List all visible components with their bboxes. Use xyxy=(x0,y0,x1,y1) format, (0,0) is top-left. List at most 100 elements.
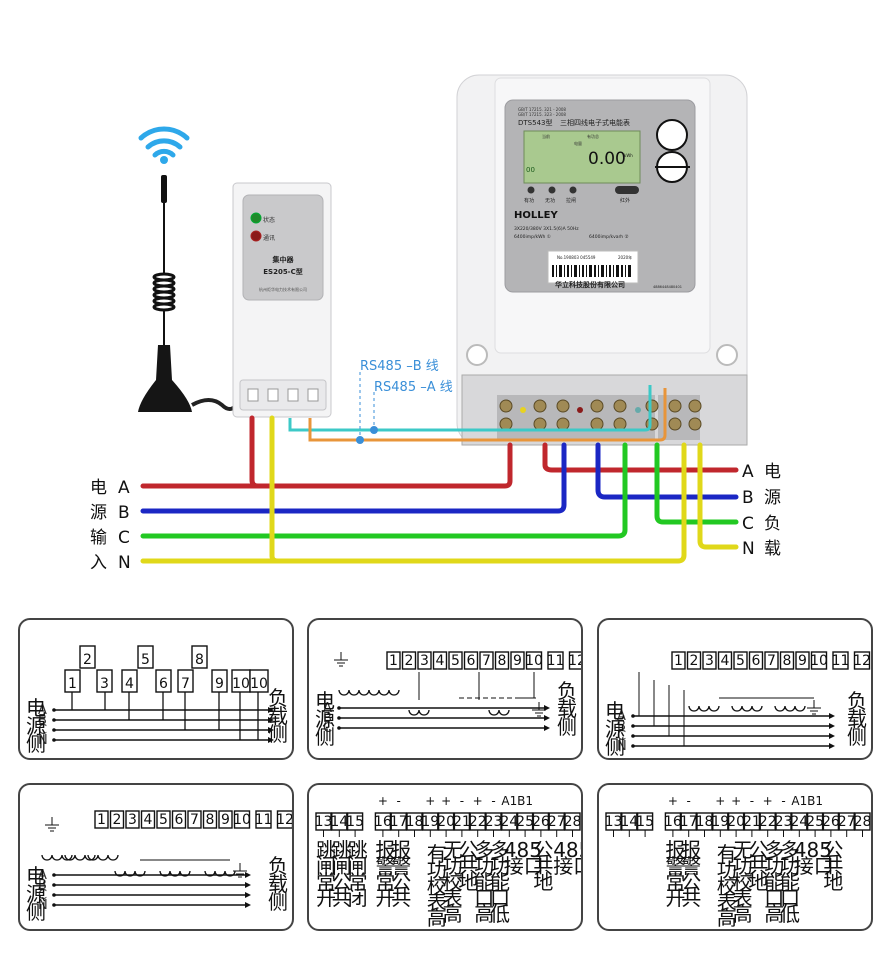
load-side-char: 侧 xyxy=(268,890,288,914)
terminal-function-label: 功 xyxy=(780,854,800,878)
terminal-box-3 xyxy=(125,810,140,829)
terminal-box-19-label: 19 xyxy=(421,814,439,830)
terminal-box-10 xyxy=(810,651,828,670)
source-side-char: 电 xyxy=(26,696,46,720)
terminal-function-label: 报 xyxy=(391,838,411,862)
terminal-box-8-label: 8 xyxy=(498,653,507,669)
terminal-function-label: 高 xyxy=(474,902,494,926)
terminal-function-label: 公 xyxy=(533,838,553,862)
load-side-char: 侧 xyxy=(847,725,867,749)
terminal-function-label: 485 xyxy=(504,838,542,862)
meter-standard-2: GB/T 17215. 323 - 2008 xyxy=(518,112,566,117)
terminal-function-label: 能 xyxy=(780,870,800,894)
load-side-char: 侧 xyxy=(268,722,288,746)
load-side-char: 侧 xyxy=(557,715,577,739)
meter-model: DTS543型 xyxy=(518,118,552,127)
arrow-icon xyxy=(829,733,835,739)
terminal-function-label: 485 xyxy=(553,838,581,862)
terminal-function-label: 口 xyxy=(490,886,510,910)
terminal-box-14-label: 14 xyxy=(330,814,348,830)
terminal-dot xyxy=(52,873,56,877)
load-side-char: 负 xyxy=(557,679,577,703)
source-side-char: 电 xyxy=(315,689,335,713)
antenna-icon xyxy=(138,175,242,412)
terminal-function-label: 报 xyxy=(665,838,685,862)
polarity-mark: - xyxy=(491,794,495,808)
terminal-box-7-label: 7 xyxy=(190,812,199,828)
terminal-dot xyxy=(52,708,56,712)
terminal-function-label: 校 xyxy=(733,870,753,894)
source-side-char: 电 xyxy=(605,699,625,723)
terminal-function-label: 无 xyxy=(733,838,753,862)
terminal-box-18-label: 18 xyxy=(406,814,424,830)
polarity-mark: + xyxy=(668,794,678,808)
ct-coil-icon xyxy=(87,854,119,861)
terminal-box-11 xyxy=(255,810,272,829)
terminal-function-label: 表 xyxy=(733,886,753,910)
terminal-function-label: 高 xyxy=(764,902,784,926)
wire-n-output xyxy=(697,442,739,550)
input-phase-b: B xyxy=(118,503,130,523)
input-phase-n: N xyxy=(118,553,131,573)
terminal-function-label: 公 xyxy=(681,870,701,894)
terminal-box-23-label: 23 xyxy=(775,814,793,830)
terminal-box-6 xyxy=(171,810,187,829)
wire-n-concentrator xyxy=(269,415,281,564)
input-side-char-3: 输 xyxy=(90,528,107,548)
ground-icon xyxy=(532,702,546,717)
phase-label-n: N xyxy=(617,739,627,754)
ct-coil-icon xyxy=(338,689,370,696)
terminal-box-4-label: 4 xyxy=(721,653,730,669)
concentrator-model: ES205-C型 xyxy=(263,267,302,276)
indicator-reactive: 无功 xyxy=(545,197,555,204)
polarity-mark: + xyxy=(425,794,435,808)
meter-spec-line2a: 6400imp/kWh ① xyxy=(514,234,551,240)
lcd-top-left: 当前 xyxy=(542,133,550,139)
terminal-box-8-label: 8 xyxy=(783,653,792,669)
terminal-box-22-label: 22 xyxy=(469,814,487,830)
terminal-function-label: 公 xyxy=(391,870,411,894)
wire-c-input xyxy=(140,442,628,539)
terminal-box-4 xyxy=(717,651,733,670)
terminal-box-10 xyxy=(249,669,269,693)
terminal-box-17-label: 17 xyxy=(390,814,408,830)
load-side-char: 载 xyxy=(268,704,288,728)
terminal-box-6-label: 6 xyxy=(752,653,761,669)
terminal-dot xyxy=(52,718,56,722)
meter-serial: No.190803 045549 xyxy=(557,255,596,260)
terminal-function-label: 接口2 xyxy=(553,854,581,878)
ct-coil-icon xyxy=(64,854,96,861)
ground-icon xyxy=(334,652,348,667)
terminal-box-5-label: 5 xyxy=(736,653,745,669)
terminal-box-7 xyxy=(764,651,779,670)
led-comm-label: 通讯 xyxy=(263,234,275,242)
terminal-box-9 xyxy=(795,651,810,670)
terminal-function-label: 485 xyxy=(794,838,832,862)
load-side-char: 载 xyxy=(557,697,577,721)
terminal-function-label: 警 xyxy=(681,854,701,878)
terminal-box-9-label: 9 xyxy=(513,653,522,669)
terminal-function-label: 闭 xyxy=(348,886,368,910)
terminal-function-label: 功 xyxy=(490,854,510,878)
terminal-box-8-label: 8 xyxy=(206,812,215,828)
wire-b-input xyxy=(140,442,567,514)
terminal-function-label: 口 xyxy=(780,886,800,910)
terminal-function-label: 有 xyxy=(717,842,737,866)
source-side-char: 侧 xyxy=(315,725,335,749)
terminal-box-6-label: 6 xyxy=(159,676,168,692)
terminal-box-8 xyxy=(779,651,795,670)
terminal-function-label: 开 xyxy=(316,886,336,910)
polarity-mark: B1 xyxy=(807,794,823,808)
input-side-char-2: 源 xyxy=(90,503,107,523)
terminal-box-1 xyxy=(94,810,109,829)
source-side-char: 侧 xyxy=(26,900,46,924)
polarity-mark: + xyxy=(473,794,483,808)
terminal-box-8 xyxy=(191,645,208,669)
terminal-box-7-label: 7 xyxy=(482,653,491,669)
polarity-mark: B1 xyxy=(517,794,533,808)
arrow-icon xyxy=(268,707,274,713)
terminal-function-label: 能 xyxy=(474,870,494,894)
